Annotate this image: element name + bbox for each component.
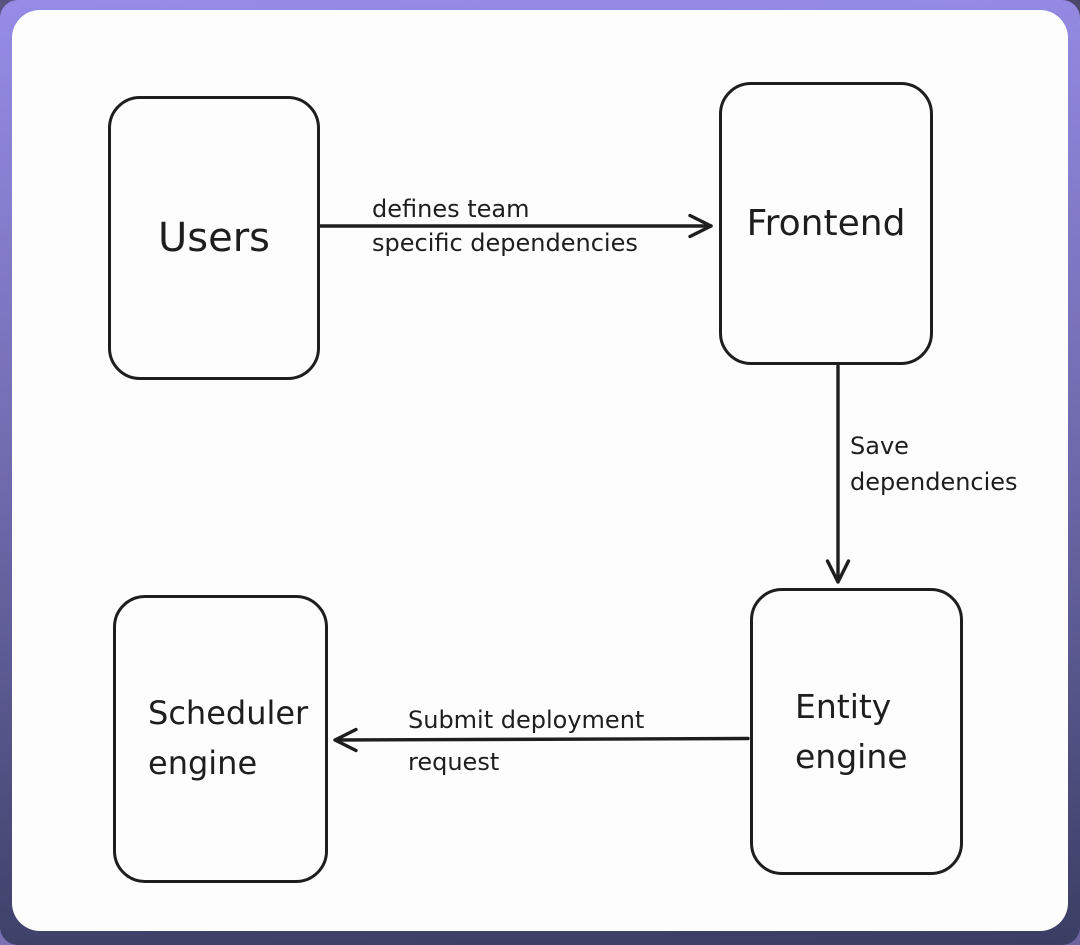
node-scheduler-engine-label-line-2: engine	[148, 744, 258, 782]
node-users-label: Users	[157, 215, 270, 261]
node-scheduler-engine: Scheduler engine	[113, 595, 328, 883]
edge-label-frontend-to-entity-engine: Save dependencies	[850, 428, 1018, 500]
node-frontend-label: Frontend	[746, 203, 906, 244]
node-entity-engine-label-line-1: Entity	[795, 687, 892, 726]
edge-label-line: Save	[850, 432, 909, 460]
node-scheduler-engine-label-line-1: Scheduler	[148, 694, 309, 733]
edge-label-line: dependencies	[850, 468, 1018, 496]
node-users: Users	[108, 96, 320, 380]
node-entity-engine: Entity engine	[750, 588, 963, 875]
node-entity-engine-label-line-2: engine	[795, 736, 908, 776]
edge-label-line: request	[408, 748, 500, 776]
edge-label-entity-engine-to-scheduler-engine: Submit deployment request	[408, 699, 644, 783]
edge-label-line: specific dependencies	[372, 229, 638, 257]
edge-label-users-to-frontend: defines team specific dependencies	[372, 192, 638, 260]
edge-label-line: defines team	[372, 195, 530, 223]
edge-label-line: Submit deployment	[408, 706, 645, 734]
node-frontend: Frontend	[719, 82, 933, 365]
